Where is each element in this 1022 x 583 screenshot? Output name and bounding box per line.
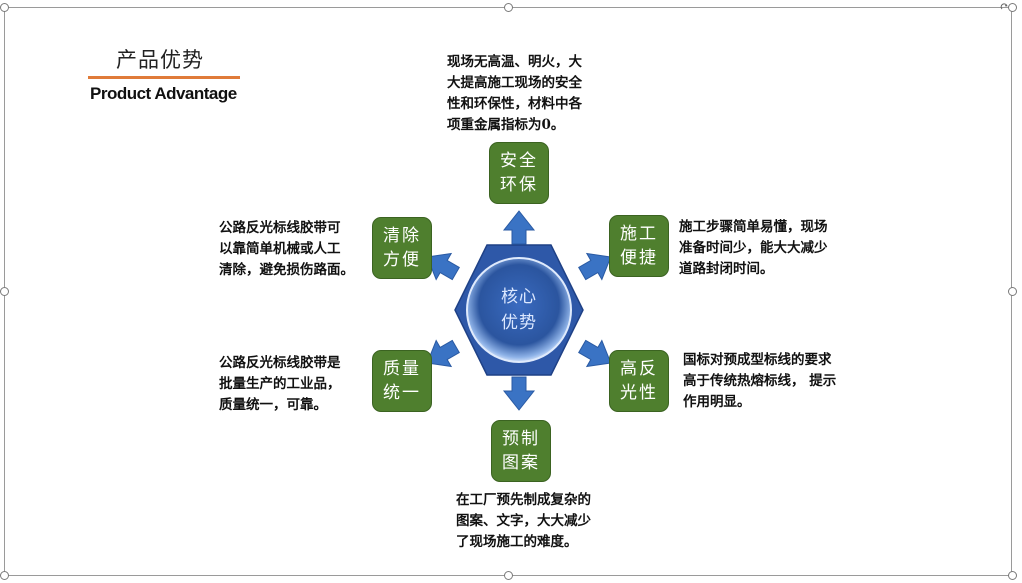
rotate-handle-icon[interactable] [1000,2,1009,11]
advantage-box-easy-construction: 施工便捷 [609,215,669,277]
core-label: 核心优势 [501,287,537,333]
resize-handle-bottom-right[interactable] [1008,571,1017,580]
advantage-desc-consistent-quality: 公路反光标线胶带是 批量生产的工业品， 质量统一，可靠。 [219,355,341,413]
advantage-desc-easy-removal: 公路反光标线胶带可 以靠简单机械或人工 清除，避免损伤路面。 [219,220,354,278]
arrow-up-icon [502,210,536,245]
advantage-label-consistent-quality: 质量统一 [383,359,421,403]
advantage-label-prefab-patterns: 预制图案 [502,429,540,473]
advantage-desc-prefab-patterns: 在工厂预先制成复杂的 图案、文字，大大减少 了现场施工的难度。 [456,492,591,550]
arrow-down-icon [502,376,536,411]
arrow-down-right-icon [578,252,612,281]
resize-handle-bottom-center[interactable] [504,571,513,580]
resize-handle-bottom-left[interactable] [0,571,9,580]
advantage-box-consistent-quality: 质量统一 [372,350,432,412]
advantage-label-easy-construction: 施工便捷 [620,224,658,268]
advantage-box-high-reflectivity: 高反光性 [609,350,669,412]
advantage-label-safety: 安全环保 [500,151,538,195]
resize-handle-middle-left[interactable] [0,287,9,296]
advantage-box-easy-removal: 清除方便 [372,217,432,279]
advantage-label-high-reflectivity: 高反光性 [620,359,658,403]
advantage-label-easy-removal: 清除方便 [383,226,421,270]
advantage-desc-high-reflectivity: 国标对预成型标线的要求 高于传统热熔标线， 提示 作用明显。 [683,352,837,410]
advantage-box-safety: 安全环保 [489,142,549,204]
advantage-box-prefab-patterns: 预制图案 [491,420,551,482]
arrow-up-right-icon [426,252,460,281]
arrow-up-left-icon [426,339,460,368]
title-english: Product Advantage [90,84,237,103]
resize-handle-top-right[interactable] [1008,3,1017,12]
resize-handle-top-center[interactable] [504,3,513,12]
resize-handle-top-left[interactable] [0,3,9,12]
arrow-down-left-icon [578,339,612,368]
advantage-desc-easy-construction: 施工步骤简单易懂，现场 准备时间少，能大大减少 道路封闭时间。 [679,219,828,277]
title-underline [88,76,240,79]
core-circle [466,257,572,363]
resize-handle-middle-right[interactable] [1008,287,1017,296]
title-chinese: 产品优势 [116,48,204,72]
advantage-desc-safety: 现场无高温、明火，大 大提高施工现场的安全 性和环保性，材料中各 项重金属指标为… [447,54,582,133]
